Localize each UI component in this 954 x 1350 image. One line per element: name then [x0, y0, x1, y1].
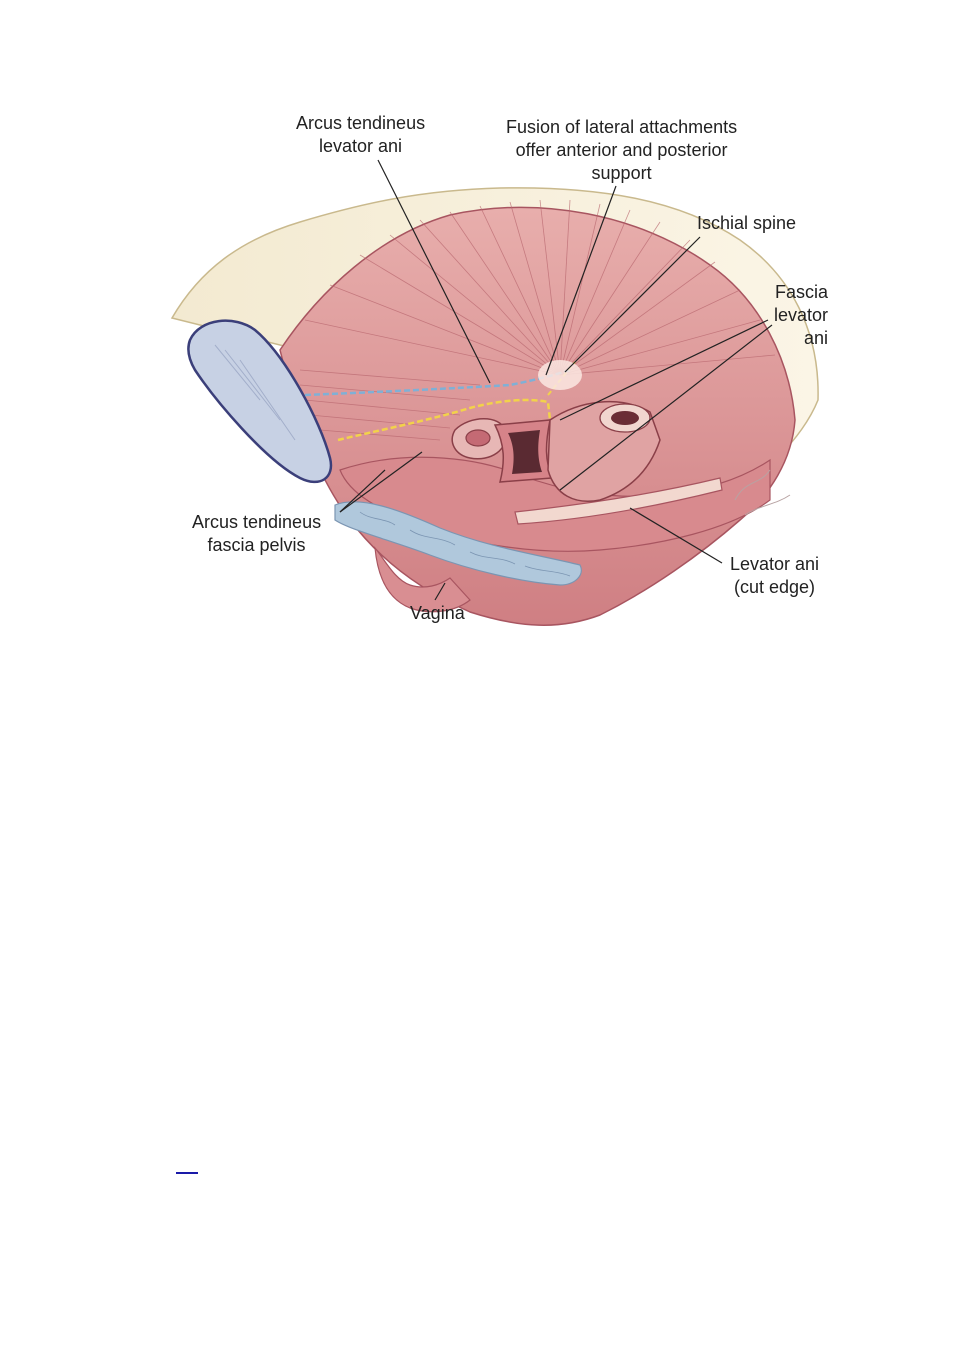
leader-arcus-fascia-2 — [339, 469, 386, 513]
pubic-symphysis — [187, 319, 333, 484]
footnote-link[interactable] — [176, 1158, 198, 1174]
rectum-section — [547, 401, 661, 502]
vagina-lower — [374, 546, 471, 613]
label-fusion-lateral-attachments: Fusion of lateral attachments offer ante… — [506, 117, 738, 183]
anatomy-illustration — [170, 159, 819, 626]
leader-fascia-2 — [559, 324, 773, 491]
leader-fusion — [545, 185, 617, 376]
venous-plexus — [334, 501, 582, 586]
label-arcus-tendineus-fascia-pelvis: Arcus tendineus fascia pelvis — [192, 512, 322, 555]
label-vagina: Vagina — [410, 603, 465, 623]
arcus-tendineus-fascia-pelvis-line — [337, 398, 552, 442]
label-fascia-levator-ani: Fascia levator ani — [774, 282, 829, 348]
urethra-section — [451, 418, 507, 460]
leader-levator-cut — [629, 507, 723, 564]
vagina-section — [493, 419, 554, 483]
leader-fascia-1 — [559, 319, 769, 421]
label-ischial-spine: Ischial spine — [697, 213, 797, 233]
label-levator-ani-cut-edge: Levator ani (cut edge) — [730, 554, 820, 597]
leader-vagina — [434, 582, 446, 601]
artist-signature — [734, 469, 791, 516]
levator-ani-cut-edge — [514, 477, 723, 525]
leader-ischial-spine — [564, 236, 701, 373]
leader-arcus-levator — [377, 159, 491, 384]
leader-arcus-fascia — [339, 451, 423, 513]
label-arcus-tendineus-levator-ani: Arcus tendineus levator ani — [296, 113, 426, 156]
ischial-spine — [538, 360, 582, 390]
